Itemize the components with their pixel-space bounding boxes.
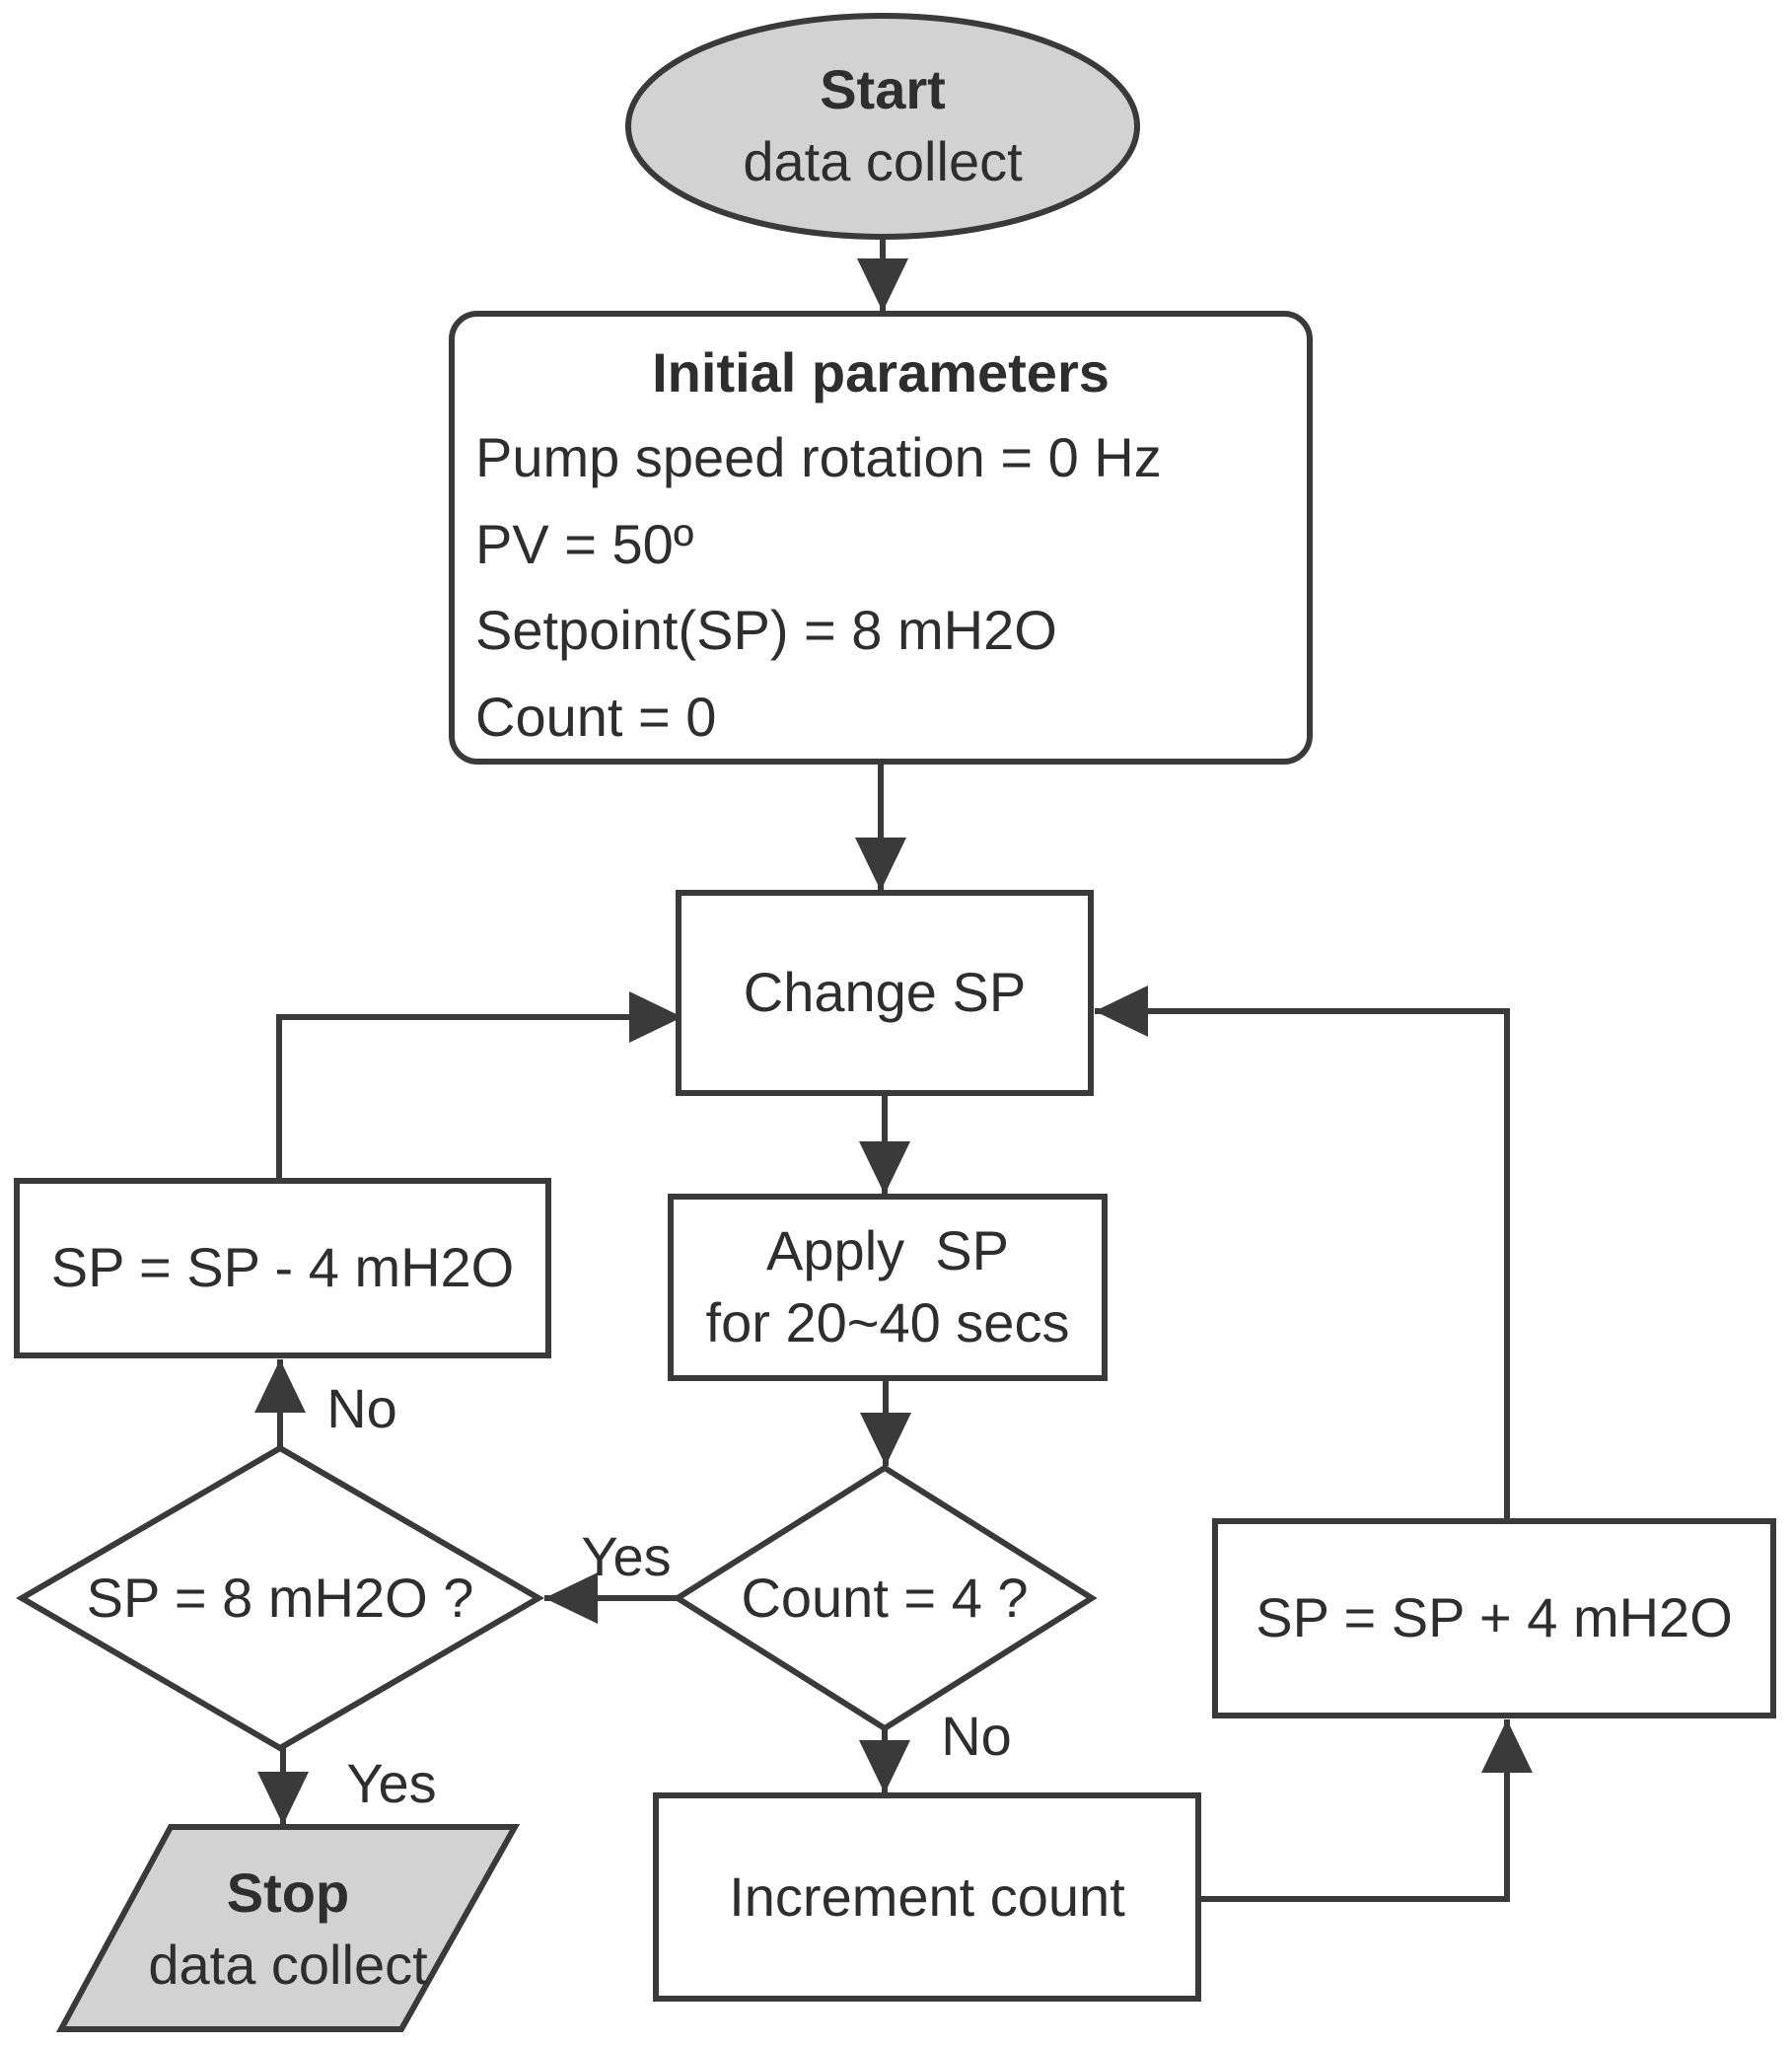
stop-subtitle: data collect [148,1933,428,1996]
count-check-diamond-shape [672,1464,1098,1732]
initial-parameters-shape [449,311,1313,765]
sp-decrease-shape [14,1178,551,1358]
increment-count-label: Increment count [729,1864,1125,1928]
apply-sp-shape [668,1194,1108,1381]
edge-sp-decrease-to-change-sp [276,991,682,1181]
apply-sp-line2: for 20~40 secs [705,1291,1070,1353]
stop-title: Stop [226,1861,350,1924]
stop-terminator-shape [55,1824,521,2032]
apply-sp-label: Apply SP for 20~40 secs [671,1197,1105,1378]
initial-parameter-line: Pump speed rotation = 0 Hz [475,426,1162,488]
sp-check-no-label: No [326,1376,397,1439]
initial-parameter-line: PV = 50º [475,512,694,575]
apply-sp-line1: Apply SP [766,1219,1009,1282]
start-subtitle: data collect [743,130,1023,192]
sp-decrease-label: SP = SP - 4 mH2O [50,1236,515,1299]
initial-parameter-line: Count = 0 [475,686,717,749]
change-sp-label: Change SP [743,961,1027,1024]
count-check-yes-label: Yes [581,1524,672,1587]
start-node-label: Start data collect [628,37,1137,215]
edge-sp-increase-to-change-sp [1095,986,1510,1521]
initial-parameters-body: Pump speed rotation = 0 Hz PV = 50º Setp… [475,422,1294,754]
initial-parameter-line: Setpoint(SP) = 8 mH2O [475,599,1057,662]
sp-check-diamond-shape [16,1444,544,1752]
start-title: Start [820,58,946,121]
stop-node-label: Stop data collect [61,1843,515,2015]
start-terminator-shape [625,13,1140,240]
sp-check-label: SP = 8 mH2O ? [86,1566,474,1629]
increment-count-shape [653,1792,1201,2002]
initial-parameters-title: Initial parameters [452,338,1310,407]
initial-parameters-title-text: Initial parameters [652,340,1110,403]
sp-increase-shape [1212,1518,1776,1718]
sp-increase-label: SP = SP + 4 mH2O [1255,1586,1733,1649]
edge-increment-to-sp-increase [1198,1719,1533,1902]
sp-check-yes-label: Yes [346,1751,437,1814]
count-check-no-label: No [941,1704,1012,1767]
change-sp-shape [676,890,1094,1096]
count-check-label: Count = 4 ? [741,1566,1029,1629]
